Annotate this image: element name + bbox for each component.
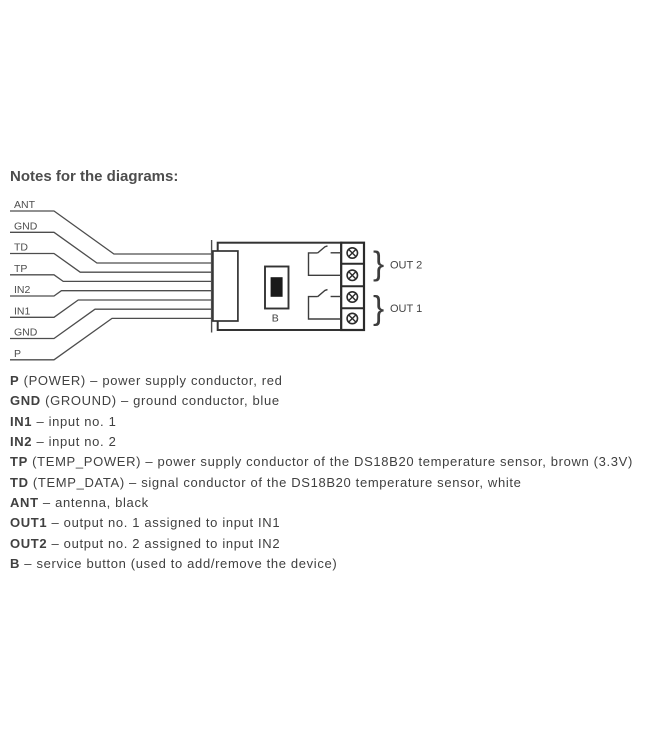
svg-text:ANT: ANT [14,199,36,211]
svg-text:GND: GND [14,327,38,339]
svg-text:TP: TP [14,263,27,275]
svg-text:}: } [373,290,384,327]
svg-text:TD: TD [14,242,28,254]
svg-text:IN1: IN1 [14,305,31,317]
svg-text:P: P [14,348,21,360]
svg-text:OUT 2: OUT 2 [390,259,422,271]
svg-text:OUT 1: OUT 1 [390,303,422,315]
svg-text:GND: GND [14,220,38,232]
svg-text:}: } [373,245,384,282]
svg-text:B: B [272,313,279,325]
svg-text:IN2: IN2 [14,284,31,296]
